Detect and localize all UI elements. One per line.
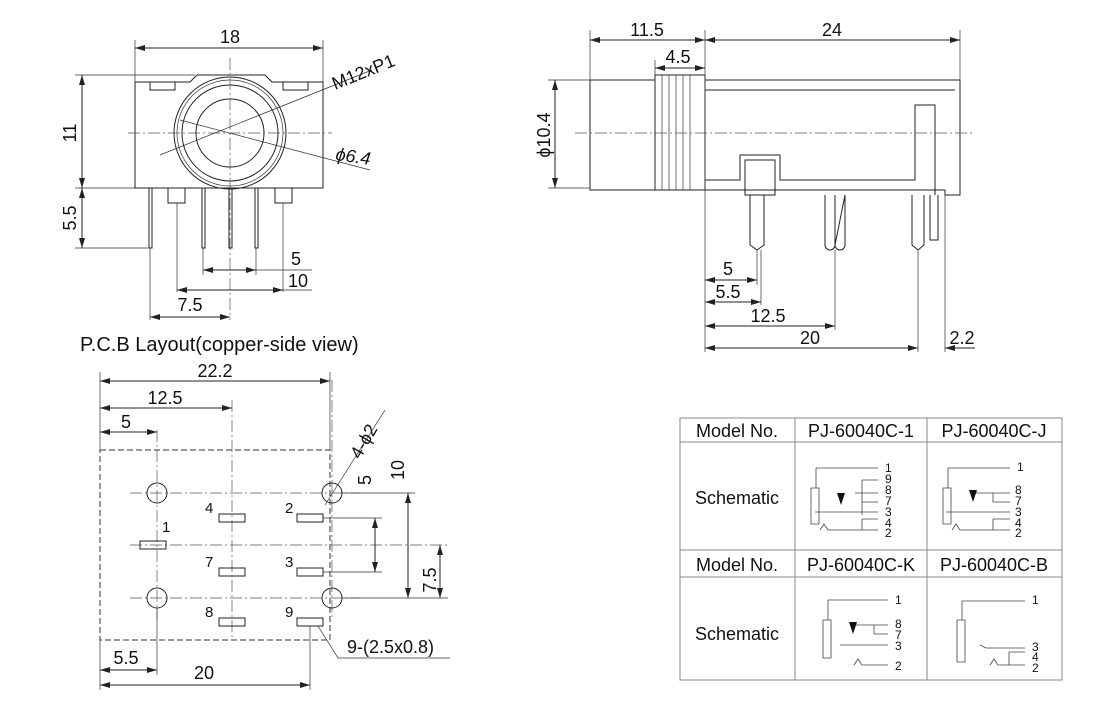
schematic-label-1: Schematic bbox=[695, 488, 779, 508]
pin-pitch-10-label: 10 bbox=[288, 271, 308, 291]
model-b: PJ-60040C-B bbox=[940, 555, 1048, 575]
model-1: PJ-60040C-1 bbox=[808, 421, 914, 441]
pin-9: 9 bbox=[885, 472, 892, 486]
pin-1: 1 bbox=[1032, 593, 1039, 607]
pin-7: 7 bbox=[895, 628, 902, 642]
pin-7: 7 bbox=[885, 494, 892, 508]
pin-2: 2 bbox=[1032, 661, 1039, 675]
pcb-7-5-label: 7.5 bbox=[420, 567, 440, 592]
model-k: PJ-60040C-K bbox=[807, 555, 915, 575]
pin-20-label: 20 bbox=[800, 328, 820, 348]
pad-label-2: 2 bbox=[285, 500, 293, 517]
pin-8: 8 bbox=[895, 617, 902, 631]
front-view: 18 11 5.5 M12xP1 ϕ6.4 5 10 7.5 bbox=[60, 27, 398, 320]
slots-label: 9-(2.5x0.8) bbox=[347, 637, 434, 657]
pin-4: 4 bbox=[1032, 650, 1039, 664]
pad-label-4: 4 bbox=[205, 500, 213, 517]
pin-2: 2 bbox=[1015, 526, 1022, 540]
side-view: 11.5 24 4.5 ϕ10.4 5 5.5 12.5 20 2.2 bbox=[534, 20, 975, 352]
pin-2: 2 bbox=[895, 659, 902, 673]
pad-label-3: 3 bbox=[285, 554, 293, 571]
pcb-20-label: 20 bbox=[194, 663, 214, 683]
model-label-1: Model No. bbox=[696, 421, 778, 441]
pin-3: 3 bbox=[895, 639, 902, 653]
pcb-5v-label: 5 bbox=[355, 475, 375, 485]
pin-1: 1 bbox=[895, 593, 902, 607]
pin-8: 8 bbox=[885, 483, 892, 497]
pin-4: 4 bbox=[885, 516, 892, 530]
pad-label-7: 7 bbox=[205, 554, 213, 571]
thread-length-label: 4.5 bbox=[665, 47, 690, 67]
pin-5-5-label: 5.5 bbox=[715, 282, 740, 302]
pcb-width-label: 22.2 bbox=[197, 361, 232, 381]
pad-label-1: 1 bbox=[162, 519, 170, 536]
pin-1: 1 bbox=[1017, 460, 1024, 474]
pin-offset-label: 7.5 bbox=[177, 295, 202, 315]
pad-label-8: 8 bbox=[205, 604, 213, 621]
pad-label-9: 9 bbox=[285, 604, 293, 621]
pin-length-label: 5.5 bbox=[60, 205, 80, 230]
bore-label: ϕ6.4 bbox=[334, 144, 371, 169]
pcb-10-label: 10 bbox=[388, 460, 408, 480]
front-length-label: 11.5 bbox=[630, 20, 664, 40]
pin-2: 2 bbox=[885, 526, 892, 540]
front-height-label: 11 bbox=[60, 124, 80, 143]
diameter-label: ϕ10.4 bbox=[534, 112, 554, 157]
model-j: PJ-60040C-J bbox=[941, 421, 1046, 441]
schematic-pj-60040c-j: 1 8 7 3 4 2 bbox=[942, 460, 1024, 540]
front-width-label: 18 bbox=[220, 27, 240, 47]
pcb-layout: P.C.B Layout(copper-side view) 1 4 2 7 3… bbox=[80, 334, 450, 690]
pin-3: 3 bbox=[1015, 505, 1022, 519]
pin-1: 1 bbox=[885, 461, 892, 475]
pin-2-2-label: 2.2 bbox=[949, 328, 974, 348]
schematic-pj-60040c-1: 1 9 8 7 3 4 2 bbox=[810, 461, 892, 540]
pin-8: 8 bbox=[1015, 483, 1022, 497]
schematic-label-2: Schematic bbox=[695, 624, 779, 644]
pcb-5-5-label: 5.5 bbox=[113, 648, 138, 668]
thread-label: M12xP1 bbox=[329, 50, 398, 93]
pin-4: 4 bbox=[1015, 516, 1022, 530]
model-table: Model No. PJ-60040C-1 PJ-60040C-J Schema… bbox=[679, 417, 1063, 681]
pcb-12-5-label: 12.5 bbox=[147, 388, 182, 408]
pin-5-label: 5 bbox=[723, 259, 733, 279]
schematic-pj-60040c-b: 1 3 4 2 bbox=[956, 593, 1039, 675]
model-label-2: Model No. bbox=[696, 555, 778, 575]
pin-12-5-label: 12.5 bbox=[750, 306, 785, 326]
pin-3: 3 bbox=[1032, 640, 1039, 654]
pin-3: 3 bbox=[885, 505, 892, 519]
pcb-5-label: 5 bbox=[121, 412, 131, 432]
schematic-pj-60040c-k: 1 8 7 3 2 bbox=[822, 593, 902, 673]
pin-pitch-5-label: 5 bbox=[291, 249, 301, 269]
holes-label: 4-ϕ2 bbox=[346, 421, 381, 462]
pin-7: 7 bbox=[1015, 494, 1022, 508]
pcb-layout-title: P.C.B Layout(copper-side view) bbox=[80, 334, 359, 356]
body-length-label: 24 bbox=[822, 20, 842, 40]
